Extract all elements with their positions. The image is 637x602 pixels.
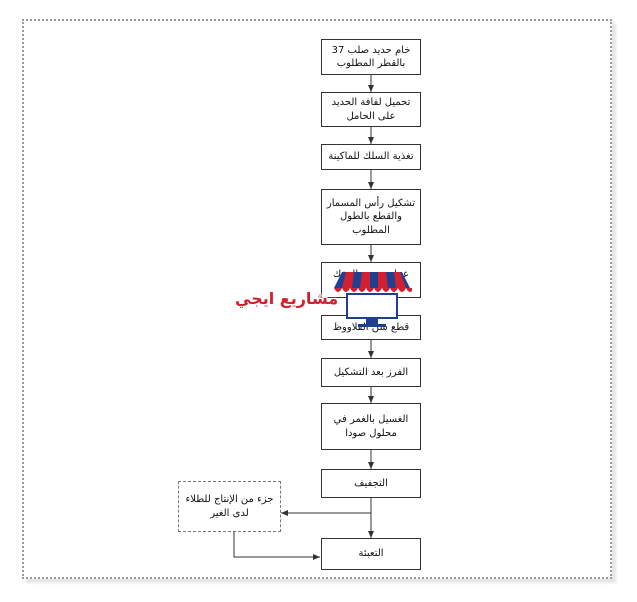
diagram-frame [22, 19, 612, 579]
step-raw-steel: خام حديد صلب 37 بالقطر المطلوب [321, 39, 421, 75]
shop-awning-icon [334, 272, 412, 292]
step-drying: التجفيف [321, 469, 421, 498]
watermark-logo [334, 272, 412, 327]
step-packaging: التعبئة [321, 538, 421, 570]
side-coating-outsourced: جزء من الإنتاج للطلاء لدى الغير [178, 481, 281, 532]
watermark-text: مشاريع ايجي [235, 289, 339, 308]
arrow-side-to-10 [233, 532, 320, 560]
step-form-head-cut: تشكيل رأس المسمار والقطع بالطول المطلوب [321, 189, 421, 245]
step-washing: الغسيل بالغمر في محلول صودا [321, 403, 421, 450]
step-feed-wire: تغذية السلك للماكينة [321, 144, 421, 170]
step-sorting: الفرز بعد التشكيل [321, 358, 421, 387]
step-load-coil: تحميل لفافة الحديد على الحامل [321, 92, 421, 127]
monitor-icon [346, 293, 398, 327]
